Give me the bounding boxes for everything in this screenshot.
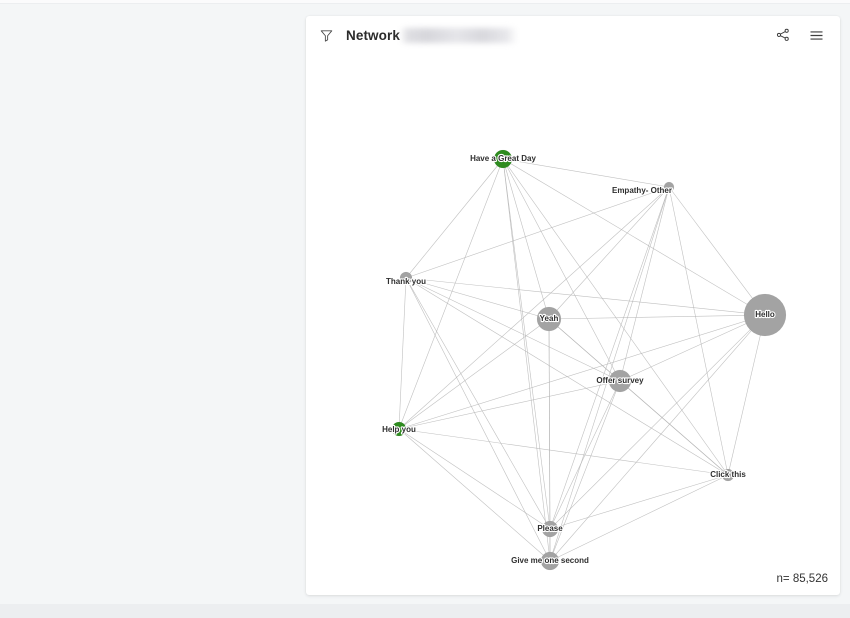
graph-node[interactable] xyxy=(493,149,513,169)
graph-edge xyxy=(502,158,550,320)
graph-node[interactable] xyxy=(541,520,559,538)
graph-node-label: Yeah xyxy=(540,314,559,323)
graph-node-label: Help you xyxy=(382,425,416,434)
graph-edge xyxy=(398,277,407,430)
graph-node-label: Thank you xyxy=(386,277,426,286)
graph-edge xyxy=(398,318,550,430)
graph-edge xyxy=(398,158,504,430)
graph-node-label: Have a Great Day xyxy=(470,154,536,163)
graph-edge xyxy=(549,380,621,562)
graph-edge xyxy=(398,428,551,530)
graph-edge xyxy=(405,277,550,320)
redacted-title-suffix xyxy=(399,27,518,43)
graph-node-label: Give me one second xyxy=(511,556,589,565)
graph-edge xyxy=(549,186,670,530)
graph-edge xyxy=(405,277,766,316)
graph-edge xyxy=(668,186,766,316)
page-title: Network xyxy=(346,27,400,43)
graph-edge xyxy=(502,158,729,476)
page-top-strip xyxy=(0,0,850,4)
graph-edge xyxy=(549,186,670,562)
graph-edge xyxy=(502,158,670,188)
graph-edge xyxy=(549,474,729,530)
card-footer: n= 85,526 xyxy=(306,569,840,587)
graph-edge xyxy=(549,474,729,562)
graph-edge xyxy=(549,314,766,530)
graph-edge xyxy=(502,158,621,382)
graph-node[interactable] xyxy=(536,306,562,332)
graph-edge xyxy=(398,428,729,476)
graph-edge xyxy=(398,380,621,430)
graph-edge xyxy=(502,158,551,530)
graph-edge xyxy=(619,186,670,382)
hamburger-menu-icon[interactable] xyxy=(806,25,826,45)
graph-node[interactable] xyxy=(721,468,735,482)
graph-edge xyxy=(548,314,766,320)
graph-edge xyxy=(502,158,766,316)
graph-edge xyxy=(398,314,766,430)
graph-edge xyxy=(727,314,766,476)
graph-edge xyxy=(549,314,766,562)
graph-edge xyxy=(398,186,670,430)
graph-node[interactable] xyxy=(663,181,675,193)
graph-node-label: Empathy- Other xyxy=(612,186,672,195)
graph-node[interactable] xyxy=(399,271,413,285)
share-icon[interactable] xyxy=(773,25,793,45)
graph-edge xyxy=(548,186,670,320)
edge-layer xyxy=(398,158,766,562)
graph-node-label: Offer survey xyxy=(596,376,644,385)
graph-node[interactable] xyxy=(608,369,632,393)
graph-node-label: Hello xyxy=(755,310,775,319)
card-header-actions xyxy=(773,25,826,45)
card-header-left: Network xyxy=(316,25,773,45)
graph-edge xyxy=(405,158,504,279)
graph-node-label: Please xyxy=(537,524,563,533)
graph-edge xyxy=(405,277,621,382)
graph-edge xyxy=(405,277,551,530)
graph-node[interactable] xyxy=(391,421,407,437)
graph-node[interactable] xyxy=(743,293,787,337)
graph-edge xyxy=(398,428,551,562)
graph-edge xyxy=(668,186,729,476)
page-bottom-strip xyxy=(0,604,850,618)
graph-edge xyxy=(619,314,766,382)
graph-edge xyxy=(502,158,551,562)
node-layer[interactable] xyxy=(391,149,787,571)
card-header: Network xyxy=(306,16,840,54)
graph-edge xyxy=(619,380,729,476)
graph-edge xyxy=(405,186,670,279)
filter-icon[interactable] xyxy=(316,25,336,45)
graph-node[interactable] xyxy=(540,551,560,571)
network-card: Network xyxy=(306,16,840,595)
graph-edge xyxy=(405,277,551,562)
graph-edge xyxy=(548,318,551,562)
sample-size-label: n= 85,526 xyxy=(776,573,828,585)
graph-node-label: Click this xyxy=(710,470,746,479)
